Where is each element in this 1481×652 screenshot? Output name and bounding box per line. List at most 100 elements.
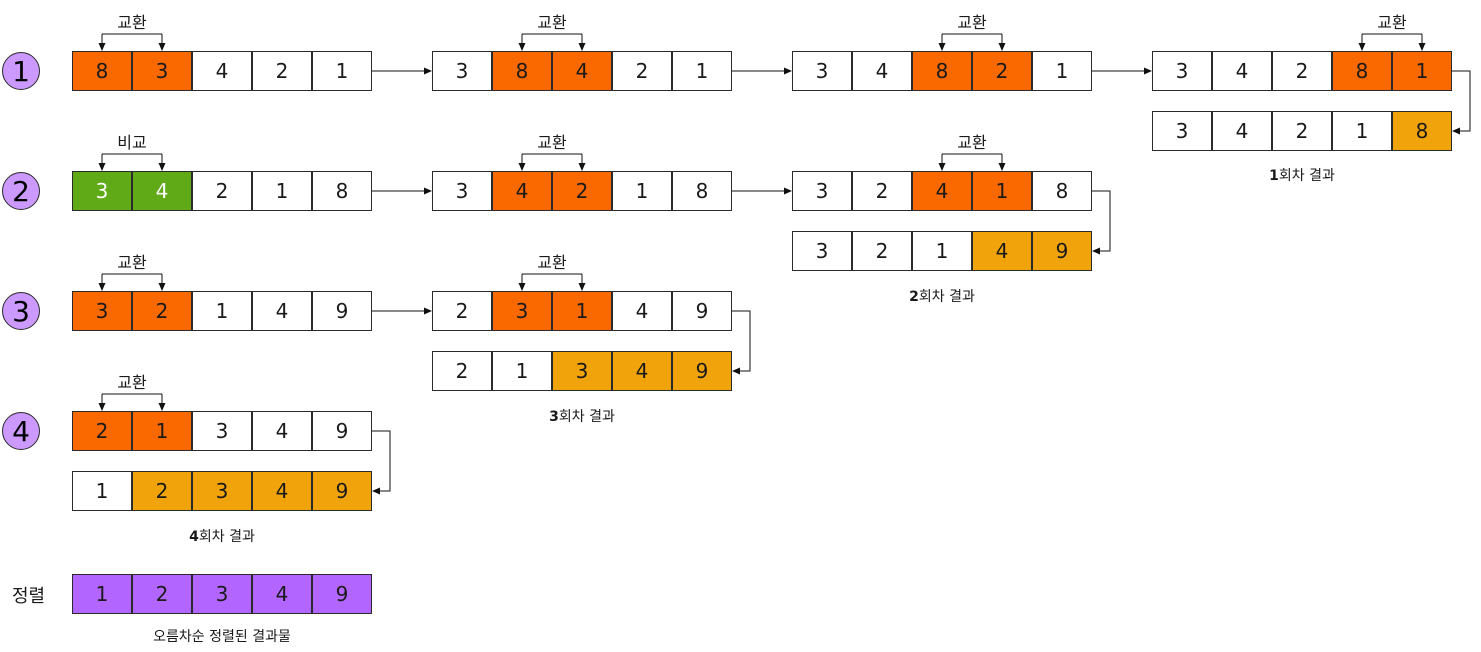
array-cell: 4	[612, 291, 672, 331]
array-cell: 3	[192, 574, 252, 614]
operation-label: 교환	[957, 13, 987, 32]
operation-label: 교환	[537, 133, 567, 152]
array-cell: 3	[72, 171, 132, 211]
array-cell: 3	[792, 231, 852, 271]
array-cell: 4	[612, 351, 672, 391]
array-cell: 8	[72, 51, 132, 91]
result-arrow	[732, 310, 751, 375]
round-badge: 1	[2, 52, 40, 90]
array-cell: 4	[1212, 111, 1272, 151]
operation-label: 교환	[117, 253, 147, 272]
array-cell: 8	[672, 171, 732, 211]
round-badge: 4	[2, 412, 40, 450]
operation-label: 교환	[957, 133, 987, 152]
round-number: 4	[189, 529, 199, 545]
round-result-caption: 1회차 결과	[1152, 165, 1452, 185]
array-cell: 9	[312, 471, 372, 511]
operation-label: 교환	[537, 253, 567, 272]
array-cell: 2	[132, 291, 192, 331]
array-cell: 1	[252, 171, 312, 211]
array-cell: 2	[432, 291, 492, 331]
array-cell: 9	[672, 291, 732, 331]
array-cell: 2	[252, 51, 312, 91]
caption-text: 회차 결과	[198, 529, 255, 545]
array-cell: 1	[612, 171, 672, 211]
array-cell: 4	[252, 471, 312, 511]
round-badge: 2	[2, 172, 40, 210]
array-cell: 1	[1392, 51, 1452, 91]
caption-text: 회차 결과	[1278, 168, 1335, 184]
array-cell: 3	[192, 471, 252, 511]
array-cell: 9	[312, 411, 372, 451]
array-cell: 4	[252, 291, 312, 331]
array-cell: 4	[1212, 51, 1272, 91]
array-cell: 2	[432, 351, 492, 391]
array-cell: 8	[312, 171, 372, 211]
array-cell: 3	[492, 291, 552, 331]
array-cell: 1	[312, 51, 372, 91]
array-cell: 1	[912, 231, 972, 271]
operation-label: 교환	[537, 13, 567, 32]
array-cell: 3	[432, 171, 492, 211]
round-number: 1	[1269, 168, 1279, 184]
array-cell: 4	[912, 171, 972, 211]
array-cell: 1	[132, 411, 192, 451]
array-cell: 4	[492, 171, 552, 211]
array-cell: 8	[1392, 111, 1452, 151]
result-arrow	[372, 430, 391, 495]
array-cell: 2	[612, 51, 672, 91]
result-arrow	[1452, 70, 1471, 135]
array-cell: 2	[552, 171, 612, 211]
array-cell: 3	[792, 171, 852, 211]
array-cell: 2	[132, 471, 192, 511]
array-cell: 4	[852, 51, 912, 91]
operation-label: 비교	[117, 133, 147, 152]
array-cell: 8	[912, 51, 972, 91]
array-cell: 9	[1032, 231, 1092, 271]
caption-text: 회차 결과	[918, 289, 975, 305]
array-cell: 3	[192, 411, 252, 451]
array-cell: 2	[72, 411, 132, 451]
array-cell: 1	[72, 574, 132, 614]
array-cell: 1	[1032, 51, 1092, 91]
array-cell: 4	[132, 171, 192, 211]
array-cell: 4	[972, 231, 1032, 271]
array-cell: 2	[852, 231, 912, 271]
array-cell: 1	[192, 291, 252, 331]
array-cell: 3	[792, 51, 852, 91]
array-cell: 1	[972, 171, 1032, 211]
array-cell: 8	[1032, 171, 1092, 211]
array-cell: 2	[1272, 111, 1332, 151]
round-badge: 3	[2, 292, 40, 330]
array-cell: 9	[312, 291, 372, 331]
array-cell: 2	[132, 574, 192, 614]
array-cell: 2	[1272, 51, 1332, 91]
array-cell: 4	[252, 411, 312, 451]
round-number: 2	[909, 289, 919, 305]
operation-label: 교환	[1377, 13, 1407, 32]
array-cell: 3	[132, 51, 192, 91]
array-cell: 3	[1152, 111, 1212, 151]
round-number: 3	[549, 409, 559, 425]
array-cell: 1	[492, 351, 552, 391]
array-cell: 3	[72, 291, 132, 331]
array-cell: 1	[1332, 111, 1392, 151]
round-result-caption: 2회차 결과	[792, 286, 1092, 306]
caption-text: 회차 결과	[558, 409, 615, 425]
array-cell: 1	[552, 291, 612, 331]
array-cell: 2	[852, 171, 912, 211]
operation-label: 교환	[117, 373, 147, 392]
array-cell: 3	[1152, 51, 1212, 91]
array-cell: 9	[672, 351, 732, 391]
round-result-caption: 4회차 결과	[72, 526, 372, 546]
result-arrow	[1092, 190, 1111, 255]
array-cell: 8	[1332, 51, 1392, 91]
array-cell: 3	[432, 51, 492, 91]
array-cell: 2	[192, 171, 252, 211]
array-cell: 1	[72, 471, 132, 511]
array-cell: 4	[252, 574, 312, 614]
array-cell: 2	[972, 51, 1032, 91]
operation-label: 교환	[117, 13, 147, 32]
sorted-label: 정렬	[12, 586, 46, 607]
